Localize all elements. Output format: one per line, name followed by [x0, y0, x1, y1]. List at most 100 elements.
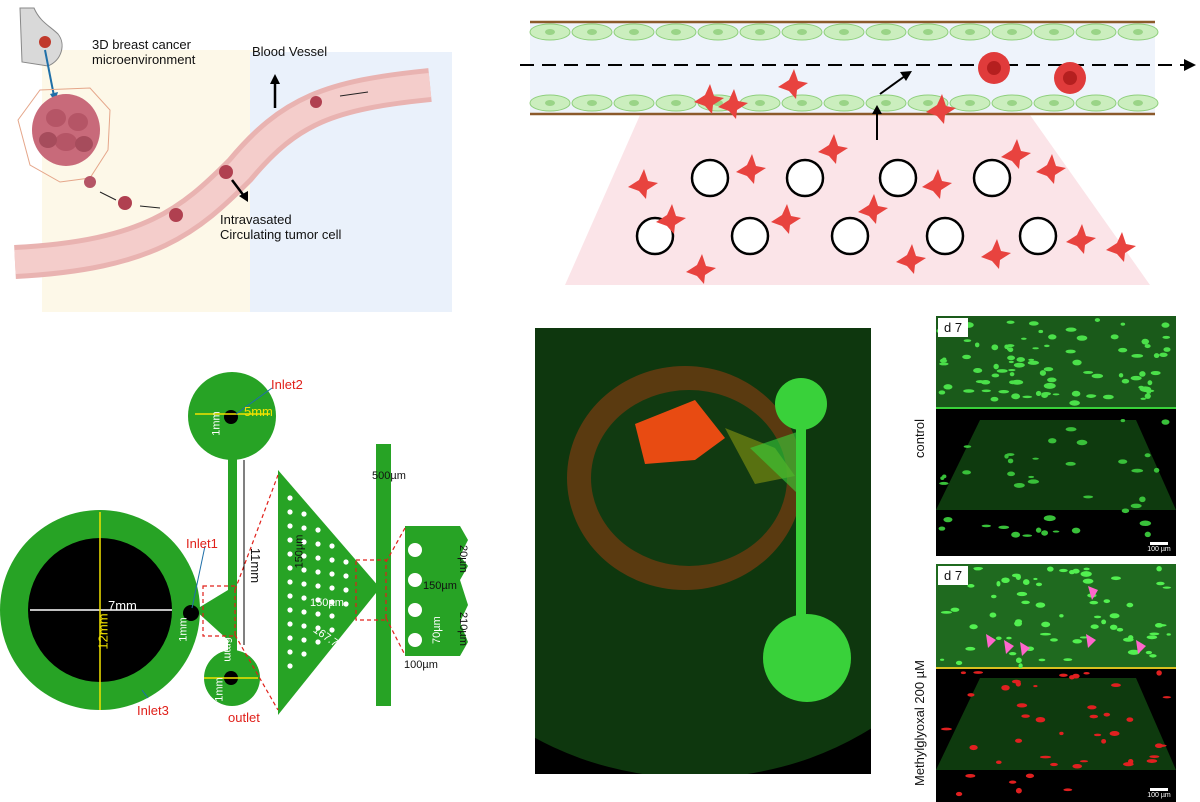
cell-spot [1008, 652, 1017, 656]
cell-spot [1109, 624, 1118, 630]
microscopy-images [936, 316, 1176, 802]
cell-spot [1139, 520, 1152, 527]
panel-b-drawing [520, 20, 1196, 285]
cell-spot [1111, 683, 1121, 687]
dim-150um-vertical: 150µm [293, 534, 306, 569]
cell-spot [965, 646, 976, 651]
cell-spot [969, 624, 978, 630]
cell-spot [943, 517, 953, 523]
cell-spot [1109, 730, 1120, 737]
pillar-dot [343, 573, 349, 579]
cell-spot [963, 445, 972, 448]
cell-spot [1144, 531, 1151, 538]
cell-spot [1063, 658, 1073, 661]
cell-spot [991, 594, 997, 599]
panel-d-fluorescence-chip [535, 328, 871, 774]
pillar [878, 158, 918, 198]
cell-spot [1008, 780, 1017, 784]
side-channel [376, 444, 391, 706]
cell-spot [939, 481, 949, 485]
cell-spot [1144, 393, 1151, 399]
cell-spot [1050, 762, 1058, 767]
cell-spot [1079, 760, 1089, 763]
cell-spot [1121, 508, 1130, 514]
cell-spot [1021, 714, 1030, 718]
cell-spot [1131, 353, 1144, 358]
cell-spot [963, 389, 975, 393]
pillar-dot [287, 495, 293, 501]
pillar-dot [315, 639, 321, 645]
tumor-cell [736, 154, 766, 184]
tumor-cell [818, 134, 848, 164]
cell-spot [1015, 657, 1022, 664]
scale-bar-treatment-label: 100 µm [1147, 792, 1171, 799]
breast-icon [19, 7, 63, 67]
cell-spot [1047, 377, 1057, 383]
day-tag-treatment: d 7 [938, 566, 969, 585]
cell-spot [1111, 576, 1121, 581]
cell-spot [1102, 394, 1114, 400]
pillar-dot [301, 609, 307, 615]
pillar-dot [287, 579, 293, 585]
cell-spot [1071, 527, 1081, 534]
panel-e-microscopy: d 7 d 7 control Methylglyoxal 200 µM 100… [900, 310, 1200, 802]
cell-spot [1094, 318, 1101, 322]
pillar [972, 158, 1012, 198]
cell-spot [1071, 390, 1081, 397]
cell-spot [1001, 684, 1010, 691]
cell-spot [1028, 321, 1039, 326]
cell-spot [1089, 600, 1099, 605]
pillar-dot [287, 509, 293, 515]
cell-spot [1041, 621, 1051, 628]
cell-spot [1072, 359, 1082, 366]
dim-70um: 70µm [431, 616, 443, 644]
cell-spot [1069, 400, 1080, 406]
cell-spot [955, 660, 963, 666]
cell-spot [1007, 458, 1014, 464]
pillar-dot [301, 623, 307, 629]
dim-1mm-inlet2: 1mm [210, 411, 223, 436]
cell-spot [995, 636, 1002, 640]
cell-spot [1086, 394, 1096, 398]
cell-spot [962, 354, 972, 360]
pillar-dot [301, 553, 307, 559]
cell-spot [1018, 663, 1023, 669]
cell-spot [1116, 627, 1124, 632]
cell-spot [1035, 716, 1046, 723]
pillar-dot [301, 637, 307, 643]
scale-bar-control-label: 100 µm [1147, 546, 1171, 553]
cell-spot [1118, 373, 1124, 378]
cell-spot [1072, 764, 1083, 769]
cell-spot [1159, 352, 1168, 357]
cell-spot [973, 367, 983, 374]
cell-spot [950, 607, 960, 612]
cell-spot [1041, 530, 1049, 536]
pillar-dot [315, 541, 321, 547]
pillar-dot [315, 611, 321, 617]
pillar-dot [287, 621, 293, 627]
cell-spot [1118, 347, 1128, 353]
cell-spot [1089, 714, 1099, 719]
tumor-cells [628, 69, 1136, 284]
cell-spot [1153, 353, 1160, 359]
channel-fluor [796, 428, 806, 640]
label-outlet: outlet [228, 710, 260, 725]
cell-spot [1048, 438, 1057, 444]
cell-spot [1140, 397, 1146, 400]
cell-spot [981, 524, 992, 528]
inlet-reservoir-fluor [775, 378, 827, 430]
pillar-dot [287, 607, 293, 613]
cell-spot [1039, 755, 1052, 759]
main-channel [228, 458, 237, 663]
cell-spot [1155, 624, 1167, 627]
cell-spot [1033, 577, 1038, 581]
label-ctc-line1: Intravasated [220, 212, 292, 227]
cell-spot [1008, 368, 1016, 372]
pillar [830, 216, 870, 256]
pillar-array [635, 158, 1058, 256]
cell-spot [1109, 613, 1120, 619]
cell-spot [1039, 370, 1047, 376]
cell-spot [1131, 468, 1144, 473]
cell-spot [1004, 454, 1009, 459]
cell-spot [1093, 615, 1102, 619]
